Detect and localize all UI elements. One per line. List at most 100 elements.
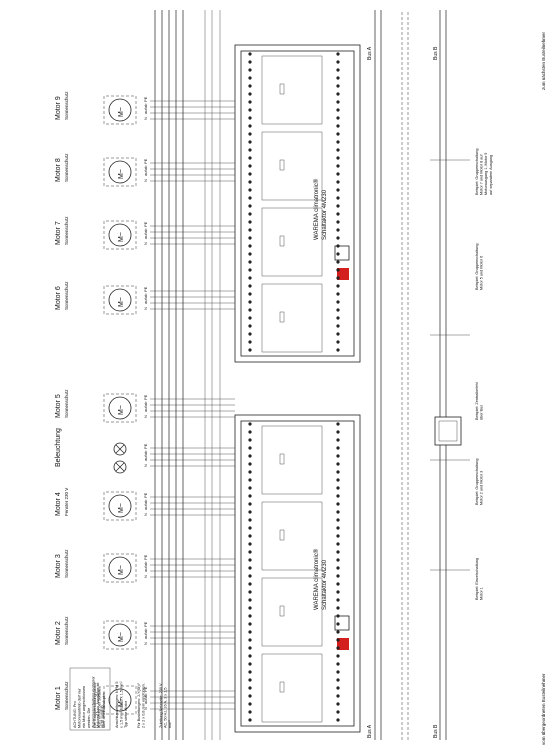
motor-label: Motor 1 — [55, 686, 62, 710]
motor-symbol: M~ — [118, 632, 125, 642]
motor-symbol: M~ — [118, 697, 125, 707]
motor-icon — [108, 223, 132, 247]
motor-terminal-label: auf — [143, 406, 148, 412]
motor-icon — [108, 556, 132, 580]
motor-terminal-label: ab — [143, 628, 148, 633]
motor-terminal-label: N — [143, 513, 148, 516]
bus-a-label-left: Bus A — [367, 724, 373, 738]
motor-terminal-label: N — [143, 242, 148, 245]
motor-terminal-label: ab — [143, 165, 148, 170]
motor-label: Motor 5 — [55, 394, 62, 418]
motor-symbol: M~ — [118, 565, 125, 575]
motor-icon — [108, 623, 132, 647]
actuator-2-model: Schaltaktor 4M230 — [322, 189, 328, 240]
motor-sublabel: Sonnenschutz — [64, 153, 69, 182]
motor-terminal-label: PE — [143, 96, 148, 102]
motor-symbol: M~ — [118, 169, 125, 179]
motor-label: Motor 3 — [55, 554, 62, 578]
motor-sublabel: Sonnenschutz — [64, 549, 69, 578]
bus-connector — [334, 245, 350, 261]
motor-symbol: M~ — [118, 503, 125, 513]
motor-label: Motor 4 — [55, 492, 62, 516]
actuator-1-model: Schaltaktor 4M230 — [322, 559, 328, 610]
motor-terminal-label: ab — [143, 401, 148, 406]
motor-terminal-label: auf — [143, 455, 148, 461]
motor-terminal-label: ab — [143, 103, 148, 108]
motor-terminal-label: N — [143, 307, 148, 310]
motor-terminal-label: ab — [143, 228, 148, 233]
notes: ACHTUNG: ProMotorenantrieb darf nurein M… — [69, 149, 493, 731]
motor-terminal-label: ab — [143, 499, 148, 504]
motor-symbol: M~ — [118, 405, 125, 415]
bus-a-label-right: Bus A — [367, 46, 373, 60]
motor-sublabel: Fenster 230 V — [64, 488, 69, 516]
note-example-5: Beispiel: Zentralbefehlüber Bus — [475, 382, 484, 420]
example-annotations — [430, 159, 470, 571]
motor-sublabel: Sonnenschutz — [64, 681, 69, 710]
motor-icon — [108, 688, 132, 712]
bus-lines: Bus A Bus B Bus A Bus B vom übergeordnet… — [367, 10, 546, 745]
motor-terminal-label: auf — [143, 698, 148, 704]
motor-terminal-label: N — [143, 415, 148, 418]
motor-label: Motor 2 — [55, 621, 62, 645]
motor-terminal-label: auf — [143, 566, 148, 572]
motor-terminal-label: N — [143, 575, 148, 578]
motor-icon — [108, 98, 132, 122]
motor-sublabel: Sonnenschutz — [64, 216, 69, 245]
motor-terminal-label: PE — [143, 492, 148, 498]
motor-sublabel: Sonnenschutz — [64, 389, 69, 418]
remote-control-icon — [434, 416, 462, 446]
note-caution: ACHTUNG: ProMotorenantrieb darf nurein M… — [73, 676, 105, 728]
motor-label: Motor 9 — [55, 96, 62, 120]
note-example-3: Beispiel: GruppenschaltungMotor 5 und Mo… — [475, 244, 484, 290]
motor-terminal-label: ab — [143, 693, 148, 698]
motor-terminal-label: auf — [143, 504, 148, 510]
bus-connector — [334, 615, 350, 631]
actuator-2-brand: WAREMA climatronic® — [313, 178, 320, 240]
motor-terminal-label: N — [143, 179, 148, 182]
note-group: Die Gruppenbildung (MotorAus) erfolgt pe… — [93, 681, 106, 728]
motor-terminal-label: ab — [143, 450, 148, 455]
motor-label: Beleuchtung — [55, 428, 62, 467]
motor-terminal-label: auf — [143, 108, 148, 114]
motor-symbol: M~ — [118, 232, 125, 242]
motor-icon — [108, 160, 132, 184]
motor-sublabel: Sonnenschutz — [64, 281, 69, 310]
motor-icon — [108, 396, 132, 420]
status-led — [337, 638, 349, 650]
motor-terminal-label: PE — [143, 221, 148, 227]
motor-symbol: M~ — [118, 107, 125, 117]
motor-terminal-label: PE — [143, 158, 148, 164]
actuator-1-brand: WAREMA climatronic® — [313, 548, 320, 610]
from-source-label: vom übergeordneten Busteilnehmer — [541, 673, 546, 745]
motor-symbol: M~ — [118, 297, 125, 307]
motor-terminal-label: N — [143, 642, 148, 645]
bus-b-label-right: Bus B — [433, 46, 439, 60]
motor-terminal-label: PE — [143, 394, 148, 400]
note-bus-cable: Für Busleitungen: J-Y(St)Y2 x 2 x 0,8 mm… — [137, 682, 146, 728]
motor-terminal-label: PE — [143, 286, 148, 292]
motor-label: Motor 6 — [55, 286, 62, 310]
motor-label: Motor 7 — [55, 221, 62, 245]
status-led — [337, 268, 349, 280]
motor-terminal-label: ab — [143, 293, 148, 298]
motor-icon — [108, 288, 132, 312]
motor-terminal-label: auf — [143, 298, 148, 304]
motor-terminal-label: ab — [143, 561, 148, 566]
to-next-label: zum nächsten Busteilnehmer — [541, 31, 546, 90]
motor-terminal-label: auf — [143, 233, 148, 239]
motor-terminal-label: N — [143, 464, 148, 467]
note-example-2: Beispiel: GruppenschaltungMotor 2 und Mo… — [475, 459, 484, 505]
motor-terminal-label: auf — [143, 170, 148, 176]
note-example-4: Beispiel: GruppenschaltungMotor 7 und Mo… — [475, 149, 493, 195]
motor-icon — [108, 494, 132, 518]
motor-terminal-label: N — [143, 707, 148, 710]
